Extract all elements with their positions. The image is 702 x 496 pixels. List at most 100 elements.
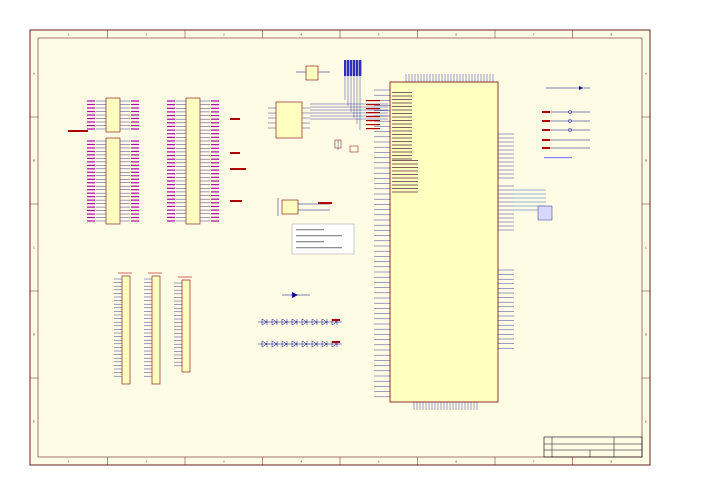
connector-block (68, 97, 246, 225)
net-label (230, 168, 246, 170)
pin-label (167, 114, 175, 117)
pin-label (211, 180, 219, 182)
pin-label (211, 213, 219, 215)
pin-label (87, 178, 95, 180)
diode (579, 86, 583, 90)
pin-label (211, 191, 219, 193)
pin-label (87, 220, 95, 222)
led-icon (311, 318, 318, 326)
pin-label (167, 154, 175, 157)
reset-circuit (268, 60, 388, 216)
zone-number-bottom: 6 (455, 460, 457, 464)
pin-label (167, 151, 175, 153)
zone-letter-left: B (33, 159, 35, 163)
resistor-pack (350, 60, 353, 76)
switch (568, 110, 572, 114)
title-block (543, 436, 643, 458)
pin-label (167, 202, 175, 204)
pin-label (131, 117, 139, 120)
pin-label (131, 209, 139, 212)
switch (568, 119, 572, 123)
pin-label (131, 182, 139, 184)
pin-label (167, 136, 175, 138)
net-label (366, 108, 380, 110)
pin-label (211, 184, 219, 186)
pin-label (131, 203, 139, 205)
pin-name (392, 106, 412, 107)
pin-label (167, 129, 175, 131)
led-icon (291, 318, 298, 326)
net-label (366, 116, 380, 118)
pin-label (131, 199, 139, 201)
pin-label (167, 209, 175, 211)
pin-label (131, 171, 139, 173)
net-label (366, 124, 380, 126)
net-label (366, 100, 380, 102)
pin-label (211, 205, 219, 208)
net-label (332, 341, 340, 343)
pin-label (167, 147, 175, 149)
resistor-pack (356, 60, 359, 76)
pin-label (87, 154, 95, 156)
pin-name (392, 158, 412, 160)
pin-label (211, 151, 219, 153)
led-icon (301, 318, 308, 326)
pin-label (131, 213, 139, 215)
zone-number-top: 8 (610, 33, 612, 37)
pin-name (392, 123, 412, 125)
reset-ic (275, 101, 303, 139)
pin-label (211, 202, 219, 204)
pin-label (87, 121, 95, 123)
switch-circuit (542, 86, 590, 159)
pin-label (167, 104, 175, 106)
led-icon (301, 340, 308, 348)
header-block (114, 272, 192, 385)
pin-label (211, 122, 219, 124)
oscillator (281, 199, 299, 215)
pin-label (211, 133, 219, 135)
net-label (542, 147, 550, 149)
pin-label (87, 100, 95, 102)
pin-label (211, 100, 219, 102)
pin-label (87, 117, 95, 120)
zone-number-bottom: 5 (378, 460, 380, 464)
pin-label (167, 144, 175, 146)
pin-label (87, 216, 95, 219)
net-label (542, 129, 550, 131)
pin-label (167, 118, 175, 120)
pin-label (87, 150, 95, 153)
led-icon (321, 318, 328, 326)
note-line (296, 247, 342, 249)
pin-label (167, 169, 175, 171)
pin-label (211, 158, 219, 160)
zone-number-bottom: 1 (68, 460, 70, 464)
pin-label (167, 162, 175, 164)
net-label (230, 118, 240, 120)
pin-label (87, 107, 95, 109)
pin-label (211, 144, 219, 146)
pin-label (211, 187, 219, 189)
pin-label (131, 121, 139, 123)
header-2 (151, 275, 161, 385)
pin-label (211, 107, 219, 109)
pin-label (131, 150, 139, 153)
pin-name (392, 144, 412, 146)
zone-number-bottom: 4 (300, 460, 302, 464)
pin-label (211, 176, 219, 178)
led-array (258, 292, 342, 348)
resistor-pack (359, 60, 362, 76)
pin-label (87, 164, 95, 166)
pin-label (131, 140, 139, 142)
zone-letter-left: C (33, 246, 35, 250)
resistor-pack (347, 60, 350, 76)
pin-label (167, 176, 175, 178)
pin-label (131, 100, 139, 102)
pin-label (131, 185, 139, 187)
led-icon (271, 318, 278, 326)
note-line (296, 241, 324, 243)
pin-label (167, 111, 175, 113)
net-label (366, 104, 380, 106)
pin-name (392, 95, 412, 97)
pin-label (131, 178, 139, 180)
